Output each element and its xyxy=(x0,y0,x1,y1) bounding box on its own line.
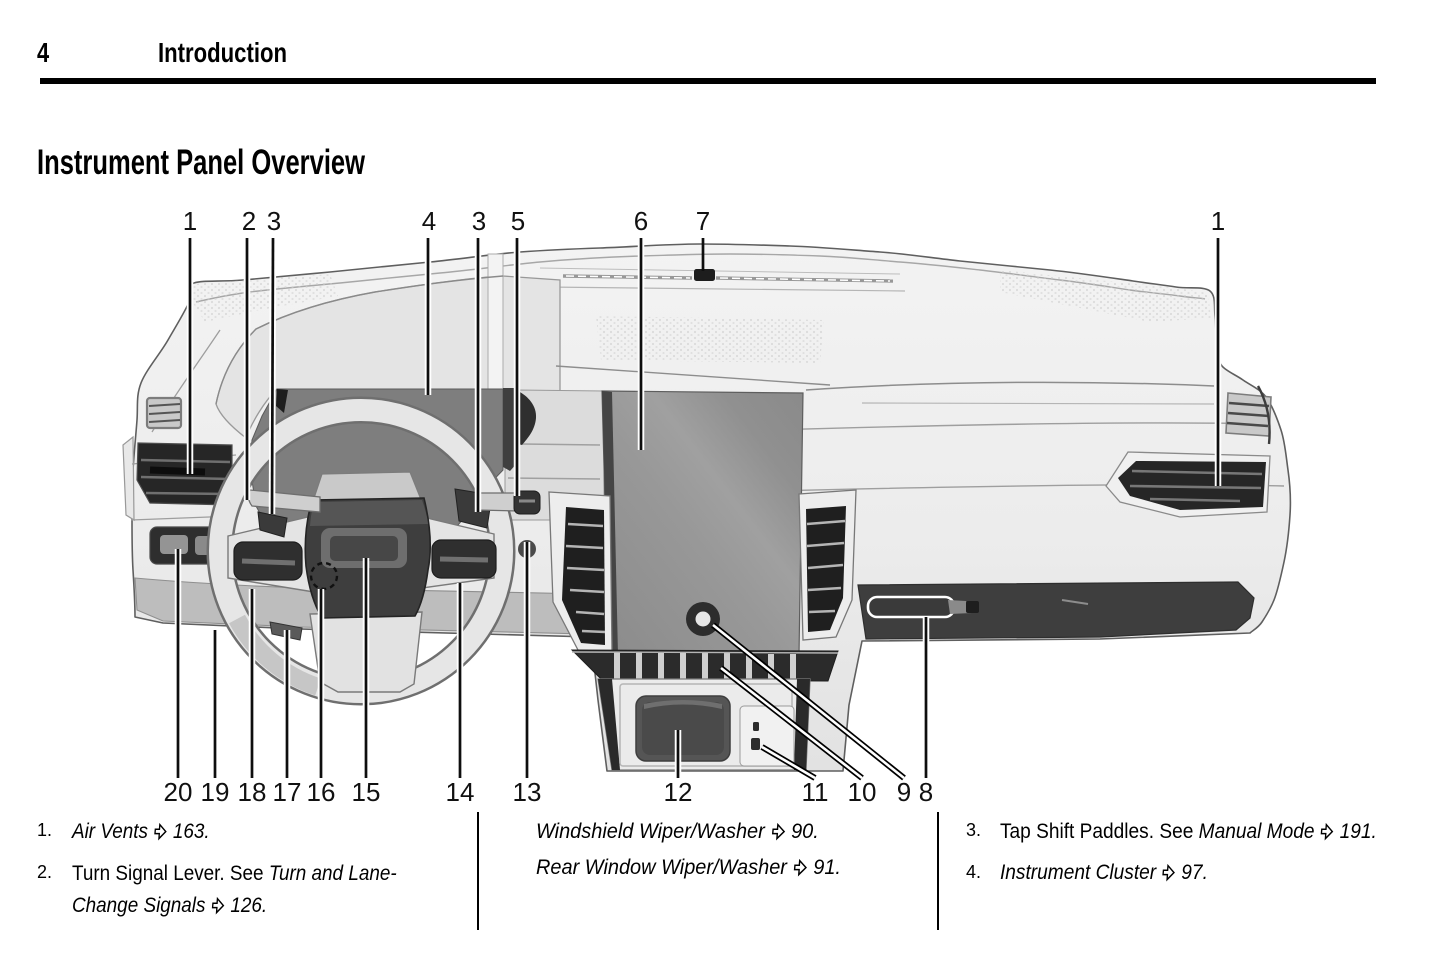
svg-text:20: 20 xyxy=(164,777,193,807)
svg-text:16: 16 xyxy=(307,777,336,807)
svg-text:3: 3 xyxy=(472,206,486,236)
svg-text:8: 8 xyxy=(919,777,933,807)
svg-text:17: 17 xyxy=(273,777,302,807)
svg-text:10: 10 xyxy=(848,777,877,807)
svg-text:13: 13 xyxy=(513,777,542,807)
svg-text:3: 3 xyxy=(267,206,281,236)
svg-text:4: 4 xyxy=(422,206,436,236)
svg-text:18: 18 xyxy=(238,777,267,807)
svg-text:15: 15 xyxy=(352,777,381,807)
svg-text:9: 9 xyxy=(897,777,911,807)
svg-text:1: 1 xyxy=(183,206,197,236)
svg-text:14: 14 xyxy=(446,777,475,807)
svg-text:11: 11 xyxy=(802,777,829,807)
svg-text:5: 5 xyxy=(511,206,525,236)
svg-text:1: 1 xyxy=(1211,206,1225,236)
svg-text:2: 2 xyxy=(242,206,256,236)
svg-text:12: 12 xyxy=(664,777,693,807)
svg-text:7: 7 xyxy=(696,206,710,236)
svg-text:19: 19 xyxy=(201,777,230,807)
svg-text:6: 6 xyxy=(634,206,648,236)
